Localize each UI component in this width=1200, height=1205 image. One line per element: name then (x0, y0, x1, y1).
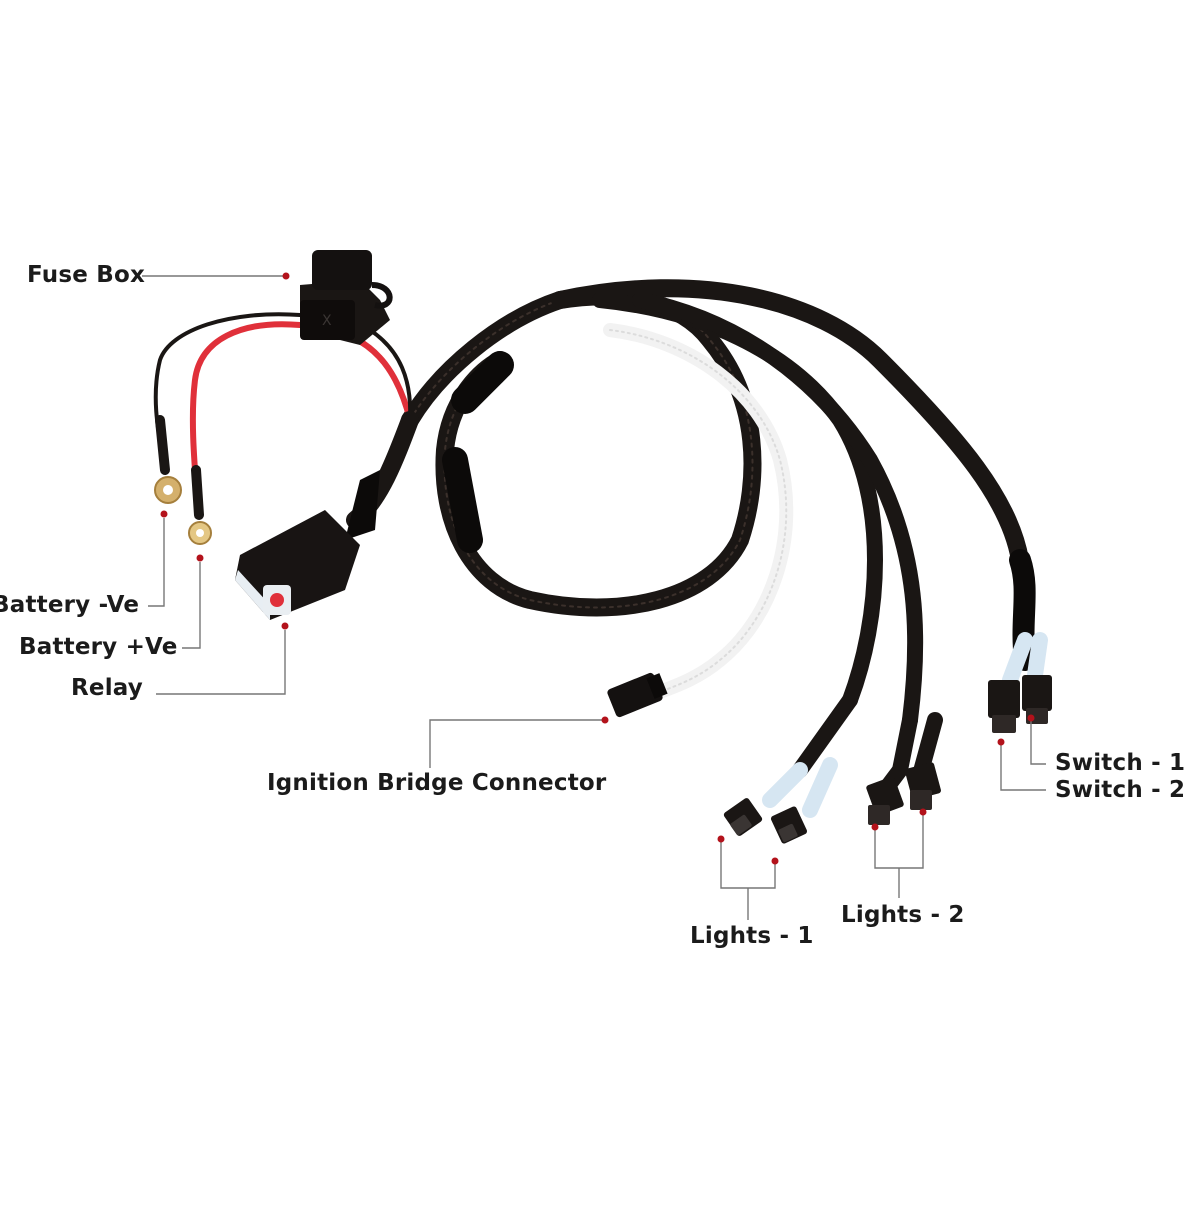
plug-connector-icon (607, 672, 668, 718)
label-fuse-box: Fuse Box (27, 262, 146, 288)
marker-dot-switch-1 (1027, 714, 1035, 722)
marker-dot-battery-neg (160, 510, 168, 518)
branch-cables (551, 279, 1036, 778)
main-loop-cable (401, 287, 762, 617)
label-switch-1: Switch - 1 (1055, 750, 1186, 776)
marker-dot-ignition (601, 716, 609, 724)
marker-dot-fuse-box (282, 272, 290, 280)
label-battery-neg: Battery -Ve (0, 592, 140, 618)
lights-1-connectors (723, 757, 838, 844)
marker-dot-relay (281, 622, 289, 630)
marker-dot-switch-2 (997, 738, 1005, 746)
label-switch-2: Switch - 2 (1055, 777, 1186, 803)
marker-dot-battery-pos (196, 554, 204, 562)
fuse-box-icon: X (300, 250, 393, 345)
marker-dot-lights-2a (871, 823, 879, 831)
marker-dot-lights-1a (717, 835, 725, 843)
heat-shrink-sleeve (451, 351, 514, 414)
label-lights-1: Lights - 1 (690, 923, 814, 949)
heat-shrink-sleeve (442, 447, 483, 553)
ring-terminal-icon (154, 476, 182, 504)
marker-dot-lights-2b (919, 808, 927, 816)
lights-2-connectors (866, 712, 943, 825)
label-relay: Relay (71, 675, 143, 701)
relay-icon (235, 411, 419, 620)
marker-dots (160, 272, 1035, 865)
switch-connectors (988, 632, 1052, 733)
leader-lines (142, 275, 1046, 920)
label-lights-2: Lights - 2 (841, 902, 965, 928)
marker-dot-lights-1b (771, 857, 779, 865)
label-ignition-bridge-connector: Ignition Bridge Connector (267, 770, 607, 796)
svg-text:X: X (322, 313, 332, 329)
ring-terminal-icon (188, 521, 212, 545)
label-battery-pos: Battery +Ve (19, 634, 178, 660)
